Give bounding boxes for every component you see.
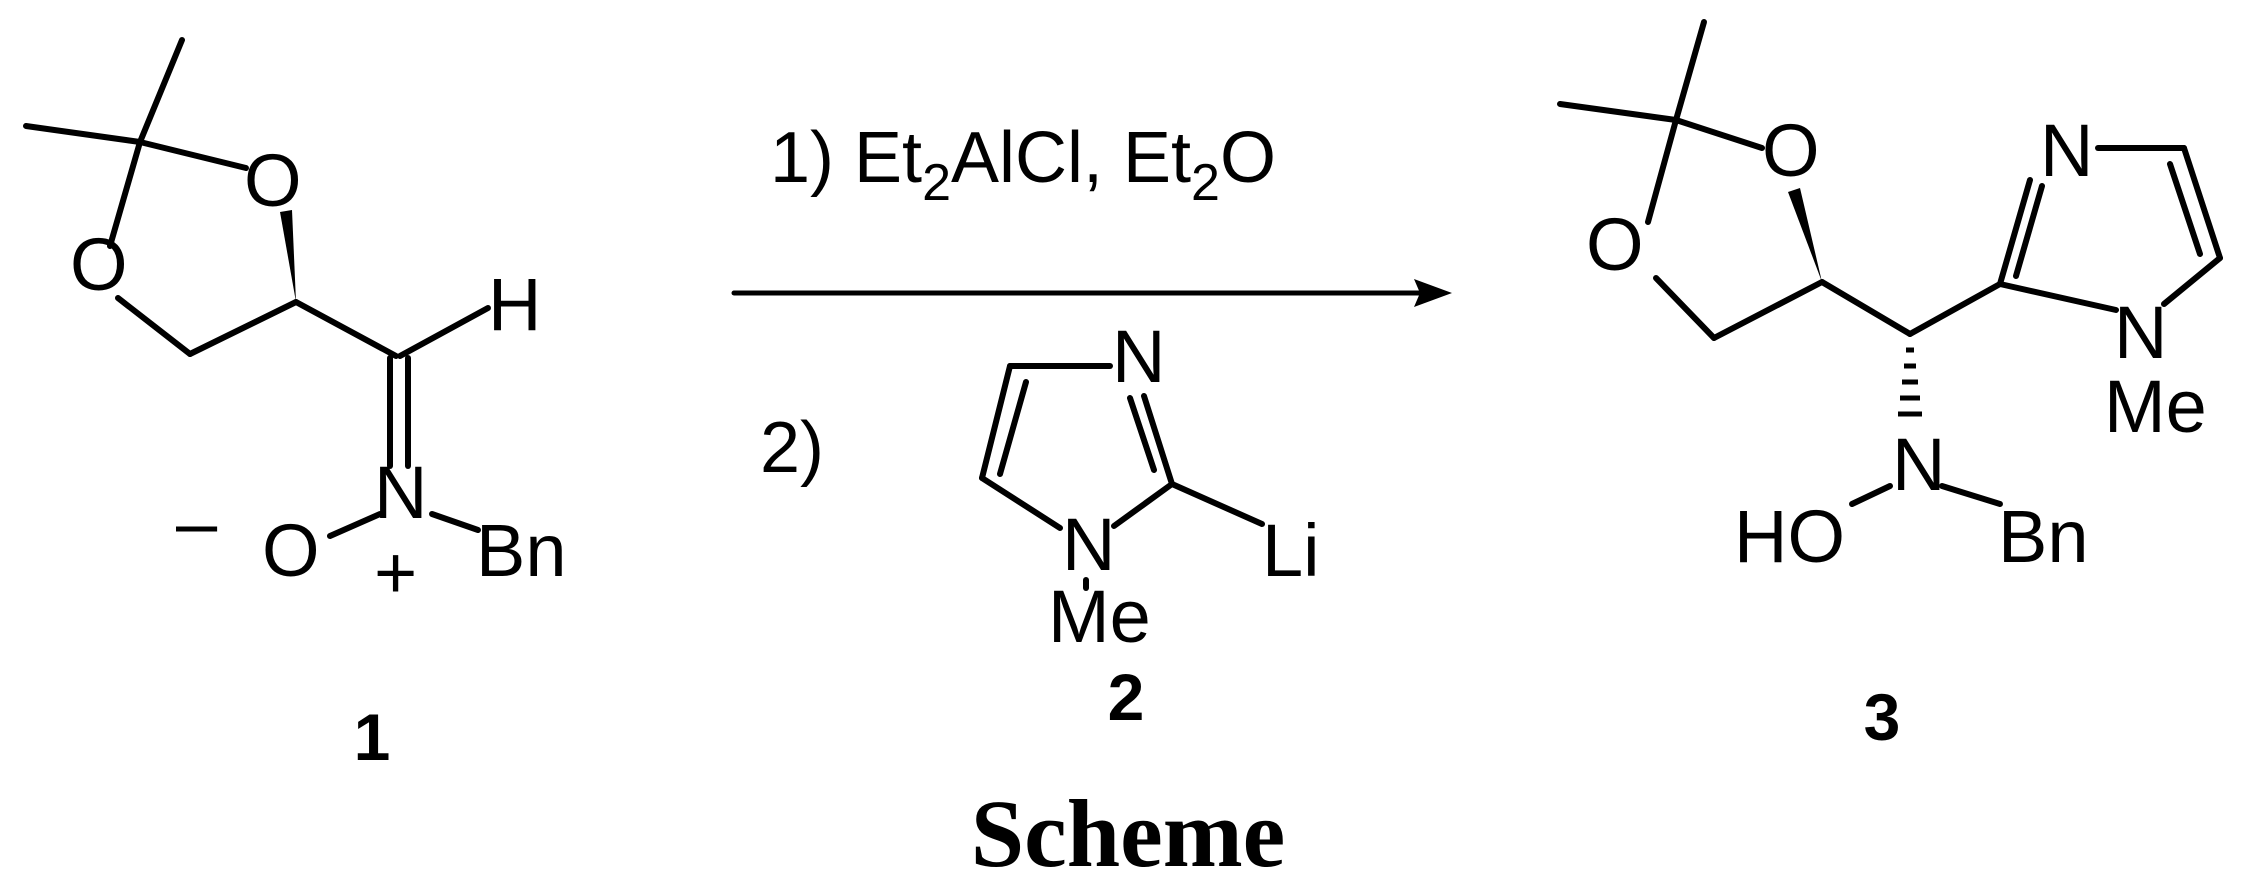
molecule-1-nitrone: O O H N O – + Bn <box>23 37 567 614</box>
bond <box>1939 483 2003 507</box>
wedge-bond <box>1788 188 1822 282</box>
bond <box>1997 281 2119 313</box>
bond <box>293 299 399 359</box>
wedge-bond <box>280 210 296 302</box>
bond <box>1557 101 1679 123</box>
oxygen-atom: O <box>70 223 128 306</box>
bond <box>979 363 1013 481</box>
nitrogen-atom: N <box>1112 315 1165 398</box>
minus-charge: – <box>176 481 218 564</box>
bond <box>187 299 299 357</box>
arrow-head <box>1414 279 1452 307</box>
bond <box>1907 281 2003 337</box>
benzyl-group: Bn <box>476 509 567 592</box>
bond <box>2161 255 2223 307</box>
hydroxyl-group: HO <box>1734 495 1845 578</box>
bond <box>2167 161 2203 257</box>
bond <box>429 511 481 533</box>
oxygen-atom: O <box>1762 109 1820 192</box>
bond <box>1141 393 1175 487</box>
molecule-2-lithioimidazole: N N Me Li <box>979 315 1320 658</box>
oxygen-atom: O <box>1586 203 1644 286</box>
bond <box>1673 19 1707 123</box>
bond <box>115 295 193 357</box>
bond <box>107 139 143 249</box>
benzyl-group: Bn <box>1998 495 2089 578</box>
reaction-arrow <box>731 279 1452 307</box>
hashed-bond <box>1898 347 1922 417</box>
bond <box>327 511 383 539</box>
bond <box>2181 145 2223 261</box>
bond <box>397 305 491 359</box>
methyl-group: Me <box>2104 365 2207 448</box>
nitrogen-atom: N <box>2040 109 2093 192</box>
bond <box>2013 183 2045 279</box>
methyl-group: Me <box>1048 575 1151 658</box>
bond <box>979 475 1063 531</box>
hydrogen-atom: H <box>488 263 541 346</box>
condition-step-2-label: 2) <box>760 408 824 488</box>
compound-label-2: 2 <box>1108 660 1145 734</box>
bond <box>1673 117 1765 151</box>
oxygen-anion: O <box>262 509 320 592</box>
compound-label-3: 3 <box>1864 680 1901 754</box>
lithium-atom: Li <box>1262 509 1320 592</box>
compound-label-1: 1 <box>354 700 391 774</box>
nitrogen-atom: N <box>374 451 427 534</box>
plus-charge: + <box>374 531 417 614</box>
bond <box>1127 395 1157 473</box>
condition-step-1: 1) Et2AlCl, Et2O <box>770 118 1276 212</box>
nitrogen-atom: N <box>1892 423 1945 506</box>
bond <box>23 123 143 145</box>
bond <box>1111 481 1175 529</box>
molecule-3-product: O O N N Me N HO Bn <box>1557 19 2223 578</box>
nitrogen-atom: N <box>2114 291 2167 374</box>
bond <box>1169 481 1265 527</box>
oxygen-atom: O <box>244 139 302 222</box>
bond <box>1645 117 1679 225</box>
bond <box>137 139 249 171</box>
bond <box>1997 177 2033 287</box>
bond <box>1819 279 1913 337</box>
bond <box>137 37 185 145</box>
bond <box>997 379 1029 477</box>
scheme-title: Scheme <box>971 780 1286 881</box>
nitrogen-atom: N <box>1062 503 1115 586</box>
bond <box>1711 279 1825 341</box>
bond <box>1653 275 1717 341</box>
bond <box>1849 483 1893 507</box>
